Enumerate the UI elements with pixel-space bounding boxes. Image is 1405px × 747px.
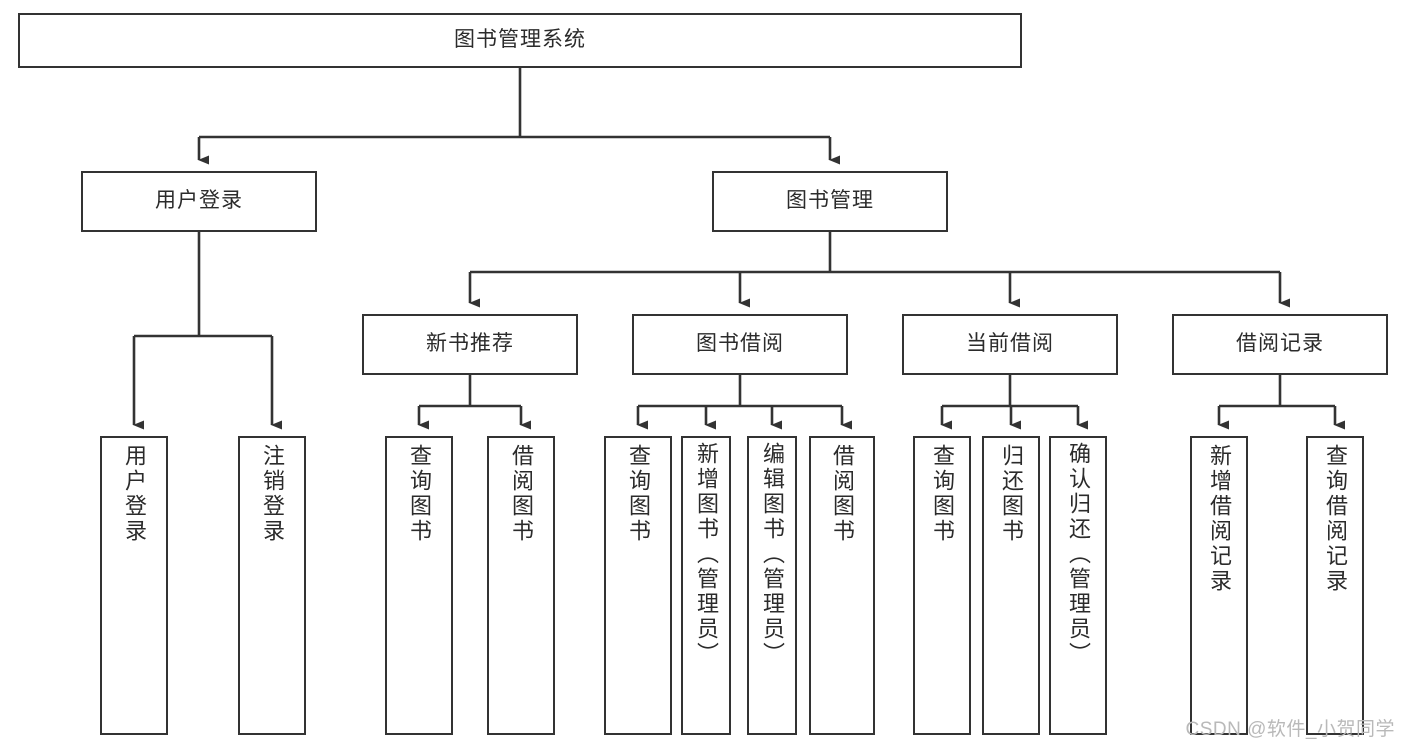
node-label: 查询图书	[626, 444, 651, 544]
node-new-book-recommend[interactable]: 新书推荐	[362, 314, 578, 375]
node-leaf-confirm-return-admin[interactable]: 确认归还（管理员）	[1049, 436, 1107, 735]
node-label: 图书管理系统	[454, 28, 586, 52]
node-root-system[interactable]: 图书管理系统	[18, 13, 1022, 68]
node-label: 借阅记录	[1236, 332, 1324, 356]
node-leaf-user-logout[interactable]: 注销登录	[238, 436, 306, 735]
node-label: 借阅图书	[830, 444, 855, 544]
node-label: 编辑图书（管理员）	[760, 442, 785, 667]
node-label: 用户登录	[155, 189, 243, 213]
node-leaf-borrow-book-recommend[interactable]: 借阅图书	[487, 436, 555, 735]
node-label: 用户登录	[122, 444, 147, 544]
node-leaf-return-book[interactable]: 归还图书	[982, 436, 1040, 735]
node-label: 图书管理	[786, 189, 874, 213]
node-leaf-add-book-admin[interactable]: 新增图书（管理员）	[681, 436, 731, 735]
node-current-borrow[interactable]: 当前借阅	[902, 314, 1118, 375]
node-label: 图书借阅	[696, 332, 784, 356]
node-label: 确认归还（管理员）	[1066, 442, 1091, 667]
edges-newbookrecommend-to-leaves	[417, 375, 531, 430]
node-label: 当前借阅	[966, 332, 1054, 356]
edges-borrowrecord-to-leaves	[1217, 375, 1345, 430]
node-label: 新增借阅记录	[1207, 444, 1232, 594]
node-label: 注销登录	[260, 444, 285, 544]
node-label: 借阅图书	[509, 444, 534, 544]
node-leaf-query-book-current[interactable]: 查询图书	[913, 436, 971, 735]
edges-bookmanage-to-level3	[468, 232, 1290, 308]
node-leaf-query-book-recommend[interactable]: 查询图书	[385, 436, 453, 735]
node-label: 新书推荐	[426, 332, 514, 356]
edges-root-to-level2	[197, 68, 840, 165]
node-leaf-user-login[interactable]: 用户登录	[100, 436, 168, 735]
node-book-borrow[interactable]: 图书借阅	[632, 314, 848, 375]
csdn-watermark: CSDN @软件_小贺同学	[1185, 719, 1395, 740]
node-leaf-borrow-book[interactable]: 借阅图书	[809, 436, 875, 735]
node-borrow-record[interactable]: 借阅记录	[1172, 314, 1388, 375]
node-label: 新增图书（管理员）	[694, 442, 719, 667]
node-leaf-edit-book-admin[interactable]: 编辑图书（管理员）	[747, 436, 797, 735]
node-leaf-query-borrow-record[interactable]: 查询借阅记录	[1306, 436, 1364, 735]
node-label: 查询图书	[407, 444, 432, 544]
node-label: 查询图书	[930, 444, 955, 544]
node-label: 查询借阅记录	[1323, 444, 1348, 594]
node-leaf-query-book-borrow[interactable]: 查询图书	[604, 436, 672, 735]
node-leaf-add-borrow-record[interactable]: 新增借阅记录	[1190, 436, 1248, 735]
node-label: 归还图书	[999, 444, 1024, 544]
node-book-manage[interactable]: 图书管理	[712, 171, 948, 232]
edges-bookborrow-to-leaves	[636, 375, 852, 430]
edges-currentborrow-to-leaves	[940, 375, 1088, 430]
edges-userlogin-to-leaves	[132, 232, 282, 430]
node-user-login[interactable]: 用户登录	[81, 171, 317, 232]
